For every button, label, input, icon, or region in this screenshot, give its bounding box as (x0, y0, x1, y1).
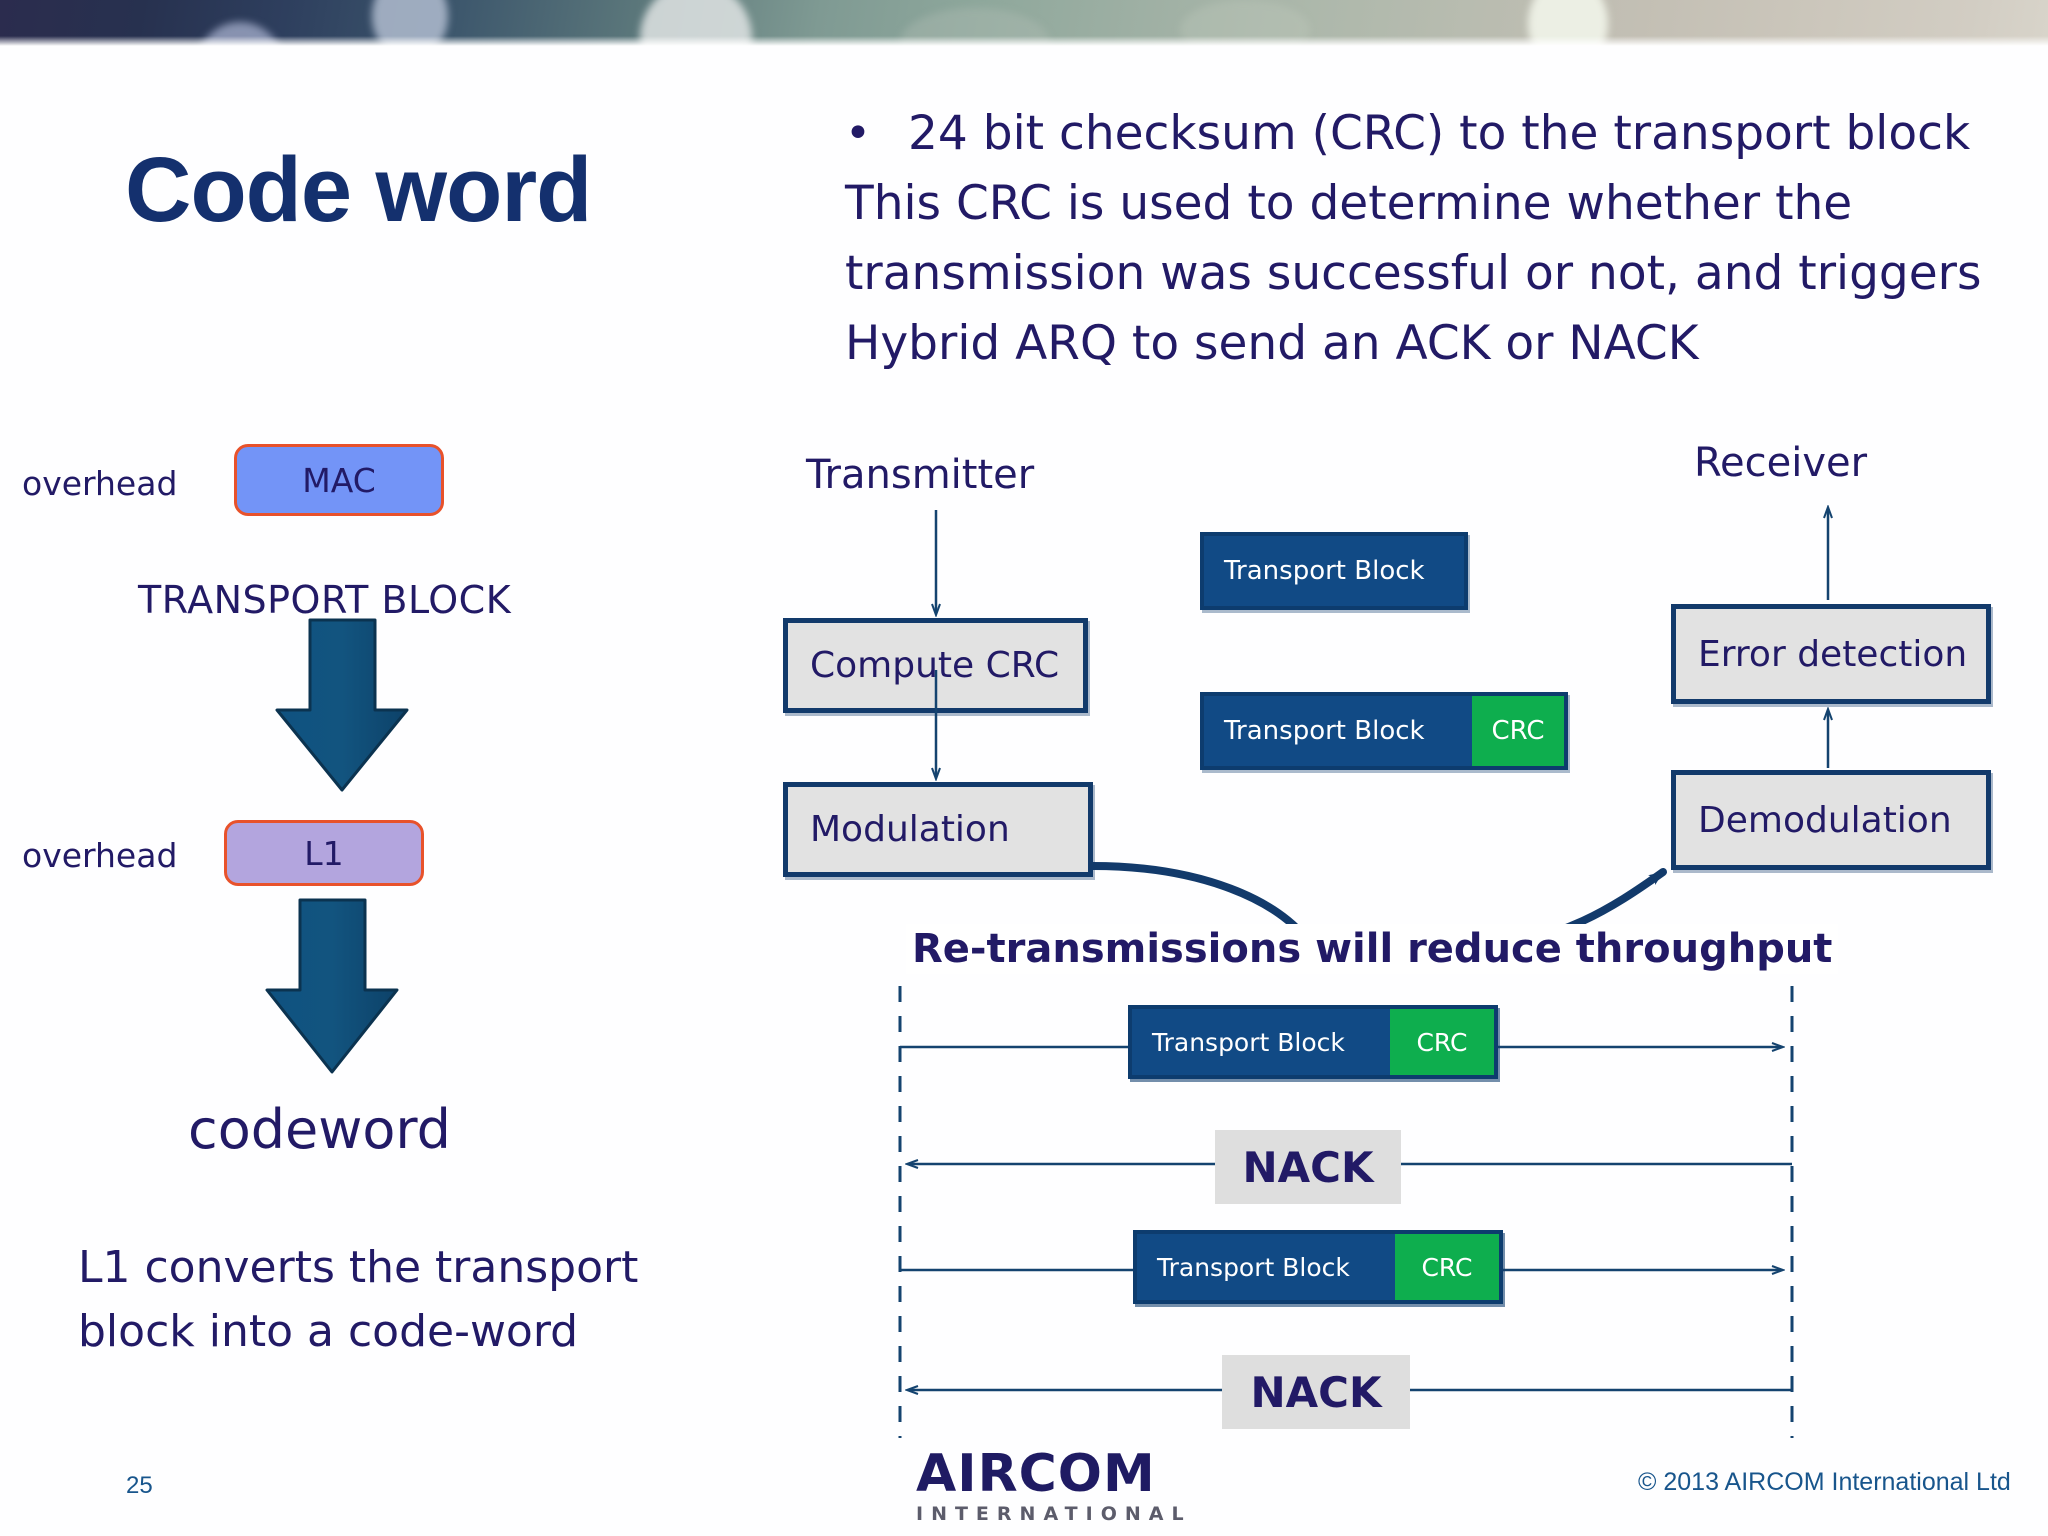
decorative-header-banner (0, 0, 2048, 46)
sequence-nack-2-overlay: NACK (1222, 1355, 1410, 1429)
mac-layer-box: MAC (234, 444, 444, 516)
bullet-line-3: transmission was successful or not, and … (845, 246, 1982, 301)
block-arrow-mac-to-l1 (275, 618, 409, 792)
codeword-label: codeword (188, 1098, 451, 1161)
transport-block-label: Transport Block (1137, 1234, 1395, 1300)
transport-block-caption: TRANSPORT BLOCK (138, 578, 512, 622)
transmitter-label: Transmitter (806, 452, 1035, 498)
transport-block-label: Transport Block (1132, 1009, 1390, 1075)
modulation-label: Modulation (810, 809, 1010, 850)
crc-segment-label: CRC (1390, 1009, 1494, 1075)
copyright-notice: © 2013 AIRCOM International Ltd (1638, 1468, 2011, 1496)
overhead-label-top: overhead (22, 464, 178, 503)
modulation-box: Modulation (783, 782, 1093, 877)
sequence-message-2-overlay: Transport Block CRC (1133, 1230, 1503, 1304)
l1-label: L1 (304, 833, 344, 873)
bullet-line-1: 24 bit checksum (CRC) to the transport b… (908, 106, 1971, 161)
aircom-logo: AIRCOM INTERNATIONAL (916, 1444, 1192, 1529)
nack-label: NACK (1242, 1142, 1374, 1192)
bullet-line-4: Hybrid ARQ to send an ACK or NACK (845, 316, 1699, 371)
overhead-label-bottom: overhead (22, 836, 178, 875)
logo-tagline: INTERNATIONAL (916, 1503, 1192, 1525)
receiver-label: Receiver (1694, 440, 1868, 486)
retransmission-headline-overlay: Re-transmissions will reduce throughput (906, 924, 1839, 974)
error-detection-label: Error detection (1698, 633, 1968, 675)
block-arrow-l1-to-codeword (265, 898, 399, 1074)
transport-block-box-plain: Transport Block (1200, 532, 1468, 610)
banner-fade (0, 36, 2048, 46)
page-number: 25 (126, 1472, 153, 1499)
mac-label: MAC (302, 460, 376, 500)
logo-wordmark: AIRCOM (916, 1444, 1156, 1504)
l1-layer-box: L1 (224, 820, 424, 886)
demodulation-box: Demodulation (1671, 770, 1991, 870)
transport-block-box-with-crc: Transport Block CRC (1200, 692, 1568, 770)
crc-segment-label: CRC (1472, 696, 1564, 766)
nack-label: NACK (1250, 1367, 1382, 1417)
crc-segment-label: CRC (1395, 1234, 1499, 1300)
page-title: Code word (125, 139, 592, 241)
left-caption-line-2: block into a code-word (78, 1306, 579, 1357)
error-detection-box: Error detection (1671, 604, 1991, 704)
sequence-message-1-overlay: Transport Block CRC (1128, 1005, 1498, 1079)
demodulation-label: Demodulation (1698, 799, 1952, 841)
bullet-marker: • (845, 108, 871, 159)
compute-crc-label: Compute CRC (810, 645, 1060, 686)
compute-crc-box: Compute CRC (783, 618, 1088, 713)
left-caption-line-1: L1 converts the transport (78, 1242, 639, 1293)
transport-block-label: Transport Block (1204, 696, 1472, 766)
sequence-nack-1-overlay: NACK (1215, 1130, 1401, 1204)
bullet-line-2: This CRC is used to determine whether th… (845, 176, 1853, 231)
transport-block-label: Transport Block (1204, 536, 1464, 606)
